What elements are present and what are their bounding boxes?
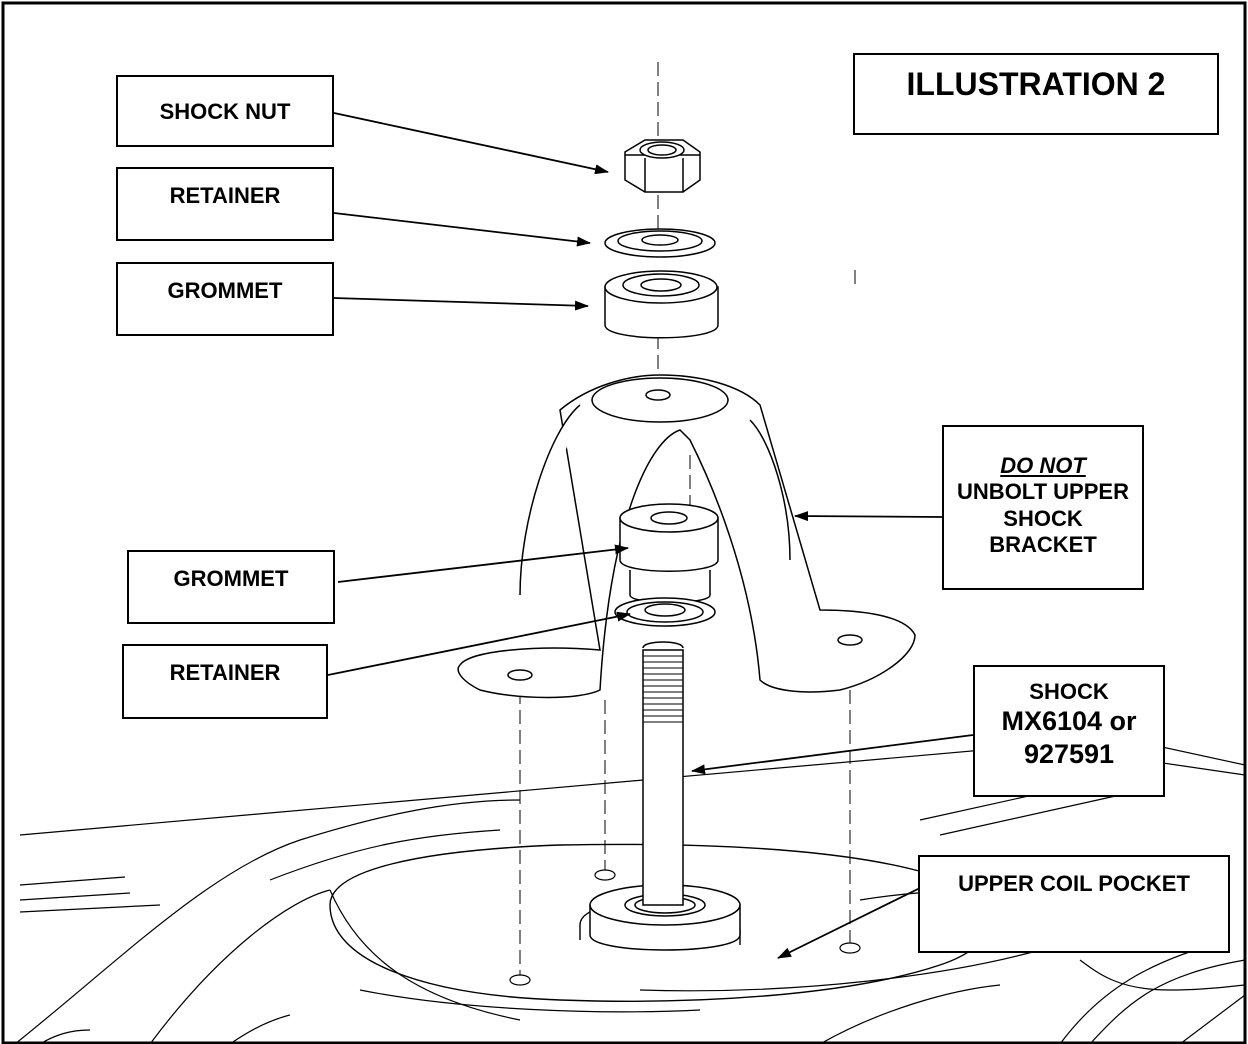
illustration-title-box: ILLUSTRATION 2 — [853, 53, 1219, 135]
retainer-bottom-callout: RETAINER — [122, 644, 328, 719]
grommet-top-callout: GROMMET — [116, 262, 334, 336]
vehicle-body-lines — [14, 739, 1246, 1044]
grommet-bottom-callout: GROMMET — [127, 550, 335, 624]
do-not-unbolt-callout: DO NOT UNBOLT UPPER SHOCK BRACKET — [942, 425, 1144, 590]
lower-retainer-shape — [614, 597, 716, 627]
grommet-bottom-label: GROMMET — [173, 566, 289, 591]
shock-part-numbers-line2: 927591 — [1023, 738, 1115, 769]
shock-callout: SHOCK MX6104 or 927591 — [973, 665, 1165, 797]
shock-line1: SHOCK — [1029, 679, 1109, 704]
top-retainer-shape — [604, 228, 716, 258]
do-not-line3: BRACKET — [989, 532, 1097, 558]
shock-part-numbers-line1: MX6104 or — [1001, 706, 1137, 737]
leader-arrows — [327, 112, 974, 959]
retainer-bottom-label: RETAINER — [169, 660, 281, 685]
lower-grommet-shape — [619, 503, 719, 604]
grommet-top-label: GROMMET — [167, 278, 283, 303]
retainer-top-label: RETAINER — [169, 183, 281, 208]
shock-absorber — [589, 641, 741, 951]
top-grommet-shape — [604, 270, 719, 339]
upper-shock-bracket — [457, 374, 916, 699]
body-holes — [509, 869, 861, 986]
shock-nut-shape — [624, 139, 701, 193]
illustration-title: ILLUSTRATION 2 — [906, 66, 1166, 102]
shock-nut-label: SHOCK NUT — [159, 99, 291, 124]
shock-nut-callout: SHOCK NUT — [116, 75, 334, 147]
upper-coil-pocket-callout: UPPER COIL POCKET — [918, 855, 1230, 953]
do-not-line1: UNBOLT UPPER — [957, 479, 1129, 505]
do-not-line2: SHOCK — [1003, 505, 1083, 531]
do-not-emphasis: DO NOT — [1000, 453, 1086, 478]
upper-coil-pocket-label: UPPER COIL POCKET — [958, 871, 1190, 896]
retainer-top-callout: RETAINER — [116, 167, 334, 241]
